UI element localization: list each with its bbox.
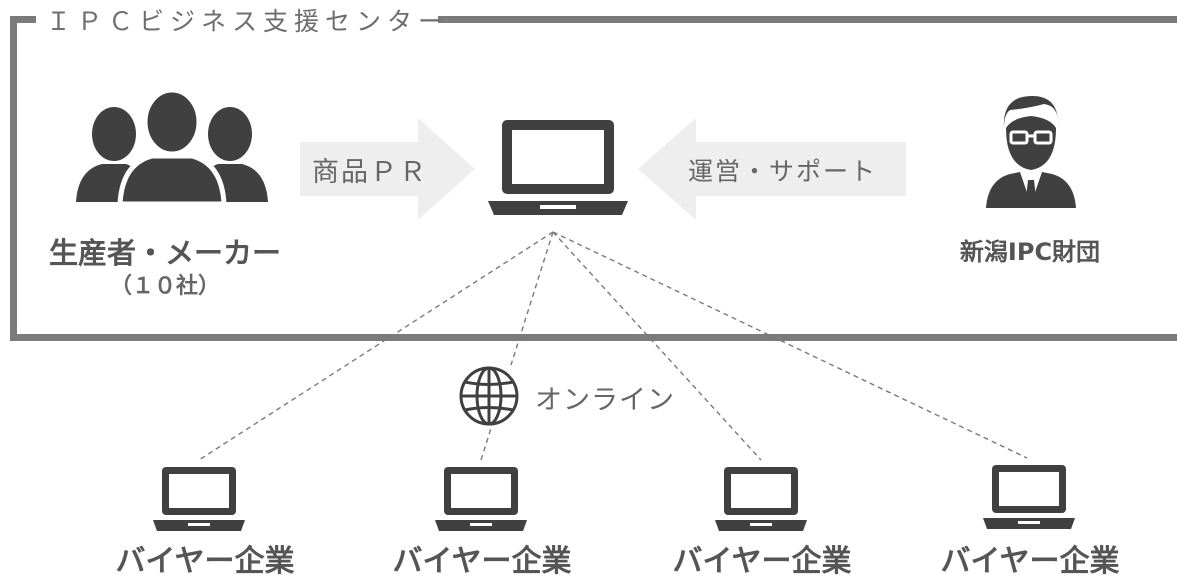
arrow-right-label: 運営・サポート	[688, 157, 878, 186]
globe-icon	[455, 365, 523, 427]
foundation-name: 新潟IPC財団	[959, 238, 1101, 266]
arrow-right-shape	[300, 118, 475, 220]
buyer-laptop-icon	[983, 463, 1075, 531]
arrow-left-label: 商品ＰＲ	[312, 157, 428, 188]
buyer-label: バイヤー企業	[392, 544, 572, 579]
group-icon	[72, 92, 272, 207]
laptop-icon	[488, 115, 628, 220]
buyer-label: バイヤー企業	[115, 544, 295, 579]
producer-name: 生産者・メーカー	[48, 236, 281, 270]
producer-count: （１０社）	[109, 274, 220, 299]
businessman-icon	[980, 88, 1080, 208]
frame-top-left-segment	[10, 16, 36, 23]
frame-title: ＩＰＣビジネス支援センター	[46, 7, 450, 36]
buyer-laptop-icon	[715, 465, 807, 533]
buyer-label: バイヤー企業	[940, 544, 1120, 579]
arrow-left-shape	[638, 118, 906, 220]
buyer-laptop-icon	[435, 465, 527, 533]
buyer-label: バイヤー企業	[672, 544, 852, 579]
buyer-laptop-icon	[153, 465, 245, 533]
frame-bottom-border	[10, 334, 1177, 341]
frame-top-right-segment	[438, 16, 1177, 23]
frame-left-border	[10, 16, 17, 341]
network-label: オンライン	[535, 385, 675, 416]
